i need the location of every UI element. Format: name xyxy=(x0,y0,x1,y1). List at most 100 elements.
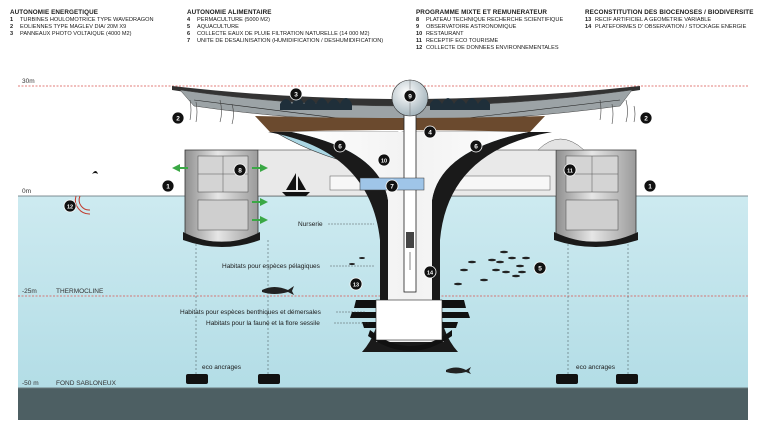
left-float-hull xyxy=(183,149,260,247)
callout-1-b: 1 xyxy=(643,179,657,193)
legend-item: 5 AQUACULTURE xyxy=(187,24,383,31)
svg-text:5: 5 xyxy=(538,265,542,272)
callout-12: 12 xyxy=(63,199,77,213)
callout-7: 7 xyxy=(385,179,399,193)
legend-energy: AUTONOMIE ENERGETIQUE 1 TURBINES HOULOMOT… xyxy=(10,9,154,38)
callout-5: 5 xyxy=(533,261,547,275)
anchor-left xyxy=(186,374,280,384)
callout-1: 1 xyxy=(161,179,175,193)
callout-2: 2 xyxy=(171,111,185,125)
legend-text: RESTAURANT xyxy=(426,31,464,37)
legend-text: AQUACULTURE xyxy=(197,24,239,30)
legend-item: 4 PERMACULTURE (5000 M2) xyxy=(187,17,383,24)
legend-text: OBSERVATOIRE ASTRONOMIQUE xyxy=(426,24,517,30)
legend-num: 10 xyxy=(416,31,423,37)
zone-label-pelagic: Habitats pour espèces pélagiques xyxy=(222,263,321,270)
zone-label-anchor-right: eco ancrages xyxy=(576,364,616,371)
callout-8: 8 xyxy=(233,163,247,177)
svg-text:2: 2 xyxy=(644,115,648,122)
svg-text:1: 1 xyxy=(648,183,652,190)
legend-title: AUTONOMIE ENERGETIQUE xyxy=(10,9,99,16)
svg-text:8: 8 xyxy=(238,167,242,174)
legend-num: 1 xyxy=(10,17,14,23)
svg-text:12: 12 xyxy=(67,204,73,210)
zone-label-benthic: Habitats pour espèces benthiques et déme… xyxy=(180,309,322,316)
legend-text: RECEPTIF ECO TOURISME xyxy=(426,38,499,44)
legend-text: PLATEFORMES D' OBSERVATION / STOCKAGE EN… xyxy=(595,24,747,30)
svg-text:4: 4 xyxy=(428,129,432,136)
sea-floor xyxy=(18,388,748,420)
level-label-surface: 0m xyxy=(22,188,31,195)
shark-icon xyxy=(262,286,294,295)
right-float-hull xyxy=(554,149,638,247)
level-label-floor-name: FOND SABLONEUX xyxy=(56,380,117,387)
legend-num: 5 xyxy=(187,24,191,30)
callout-9: 9 xyxy=(403,89,417,103)
reef-core xyxy=(375,299,443,341)
legend-item: 8 PLATEAU TECHNIQUE RECHERCHE SCIENTIFIQU… xyxy=(416,17,563,24)
permaculture-soil xyxy=(255,116,545,132)
svg-text:3: 3 xyxy=(294,91,298,98)
zone-label-nurserie: Nurserie xyxy=(298,221,323,228)
legend-text: RECIF ARTIFICIEL A GEOMETRIE VARIABLE xyxy=(595,17,712,23)
legend-text: EOLIENNES TYPE MAGLEV DIA/ 20M X9 xyxy=(20,24,127,30)
mooring-lines xyxy=(195,240,629,376)
level-label-floor-depth: -50 m xyxy=(22,380,39,387)
callout-6: 6 xyxy=(333,139,347,153)
legend-num: 13 xyxy=(585,17,592,23)
zone-label-anchor-left: eco ancrages xyxy=(202,364,242,371)
svg-text:9: 9 xyxy=(408,93,412,100)
legend-item: 11 RECEPTIF ECO TOURISME xyxy=(416,38,563,45)
legend-food: AUTONOMIE ALIMENTAIRE 4 PERMACULTURE (500… xyxy=(187,9,383,45)
callout-13: 13 xyxy=(349,277,363,291)
legend-text: PLATEAU TECHNIQUE RECHERCHE SCIENTIFIQUE xyxy=(426,17,564,23)
legend-item: 3 PANNEAUX PHOTO VOLTAIQUE (4000 M2) xyxy=(10,31,154,38)
fish-scattered xyxy=(349,257,488,286)
sailboat xyxy=(282,173,310,196)
receptive-dome xyxy=(537,138,585,151)
legend-num: 11 xyxy=(416,38,422,44)
level-label-thermo-depth: -25m xyxy=(22,288,37,295)
legend-num: 7 xyxy=(187,38,191,44)
seagull-icon xyxy=(92,171,98,174)
legend-text: PERMACULTURE (5000 M2) xyxy=(197,17,270,23)
svg-text:11: 11 xyxy=(567,168,573,174)
svg-text:6: 6 xyxy=(474,143,478,150)
legend-num: 2 xyxy=(10,24,14,30)
anchor-right xyxy=(556,374,638,384)
sensor-waves xyxy=(74,195,91,215)
svg-text:13: 13 xyxy=(353,282,359,288)
legend-title: PROGRAMME MIXTE ET REMUNERATEUR xyxy=(416,9,548,16)
wind-turbines xyxy=(189,99,636,125)
legend-title: AUTONOMIE ALIMENTAIRE xyxy=(187,9,272,16)
legend-text: COLLECTE DE DONNEES ENVIRONNEMENTALES xyxy=(426,45,559,51)
shark-icon-2 xyxy=(446,367,471,374)
level-label-thermo-name: THERMOCLINE xyxy=(56,288,104,295)
legend-num: 3 xyxy=(10,31,14,37)
legend-program: PROGRAMME MIXTE ET REMUNERATEUR 8 PLATEAU… xyxy=(416,9,563,52)
legend-text: TURBINES HOULOMOTRICE TYPE WAVEDRAGON xyxy=(20,17,154,23)
legend-item: 7 UNITE DE DESALINISATION (HUMIDIFICATION… xyxy=(187,38,383,45)
callout-3: 3 xyxy=(289,87,303,101)
legend-num: 4 xyxy=(187,17,191,23)
legend-text: PANNEAUX PHOTO VOLTAIQUE (4000 M2) xyxy=(20,31,132,37)
fish-school xyxy=(488,250,530,278)
level-label-top: 30m xyxy=(22,78,35,85)
legend-item: 2 EOLIENNES TYPE MAGLEV DIA/ 20M X9 xyxy=(10,24,154,31)
legend-biodiversity: RECONSTITUTION DES BIOCENOSES / BIODIVER… xyxy=(585,9,754,31)
legend-num: 8 xyxy=(416,17,420,23)
callout-10: 10 xyxy=(377,153,391,167)
callout-2-b: 2 xyxy=(639,111,653,125)
legend-title: RECONSTITUTION DES BIOCENOSES / BIODIVER… xyxy=(585,9,754,16)
callout-11: 11 xyxy=(563,163,577,177)
legend-num: 9 xyxy=(416,24,420,30)
legend-text: UNITE DE DESALINISATION (HUMIDIFICATION … xyxy=(197,38,384,44)
callout-14: 14 xyxy=(423,265,437,279)
